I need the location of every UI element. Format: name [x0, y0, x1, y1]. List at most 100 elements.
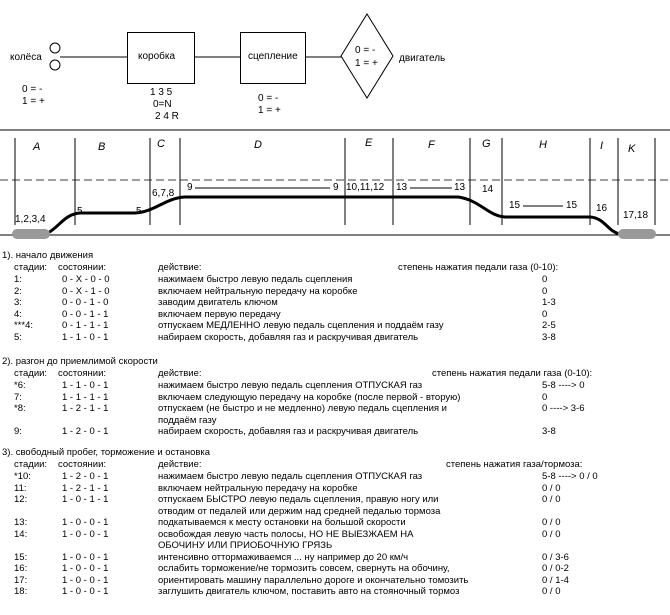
row-action: отпускаем МЕДЛЕННО левую педаль сцеплени…: [158, 320, 444, 331]
row-degree: 0: [542, 274, 548, 285]
gearbox-code-0: 1 3 5: [150, 87, 173, 98]
stage-label-9a: 9: [187, 182, 193, 193]
row-degree: 0: [542, 391, 548, 403]
component-diagram-lines: [49, 13, 394, 99]
row-stage: 16:: [14, 563, 28, 574]
section-letter-d: D: [254, 139, 262, 151]
stage-label-5a: 5: [77, 206, 83, 217]
stage-label-13a: 13: [396, 182, 408, 193]
column-header-degree: степень нажатия газа/тормоза:: [446, 458, 583, 470]
stage-label-1-4: 1,2,3,4: [15, 214, 46, 225]
row-stage: *8:: [14, 403, 26, 414]
row-action: освобождая левую часть полосы, НО НЕ ВЫЕ…: [158, 528, 414, 540]
row-degree: 2-5: [542, 320, 556, 331]
section-letter-g: G: [482, 138, 491, 150]
row-stage: 5:: [14, 331, 22, 343]
stage-label-6-8: 6,7,8: [152, 188, 175, 199]
row-action: набираем скорость, добавляя газ и раскру…: [158, 426, 419, 437]
row-action: заводим двигатель ключом: [158, 297, 278, 308]
row-degree: 0 / 0-2: [542, 563, 569, 574]
row-degree: 0: [542, 308, 548, 320]
row-stage: 14:: [14, 528, 28, 540]
wheels-label: колёса: [10, 52, 42, 63]
row-degree: 3-8: [542, 426, 556, 437]
column-header-degree: степень нажатия педали газа (0-10):: [432, 367, 593, 379]
row-stage: 17:: [14, 574, 28, 586]
engine-state-0: 0 = -: [355, 45, 376, 56]
stage-label-15b: 15: [566, 200, 578, 211]
row-action: включаем нейтральную передачу на коробке: [158, 482, 358, 494]
row-action: набираем скорость, добавляя газ и раскру…: [158, 331, 419, 343]
row-degree: 0 / 0: [542, 494, 561, 505]
gearbox-box: коробка: [127, 32, 195, 84]
driving-profile-graphic: [0, 129, 670, 239]
row-action: заглушить двигатель ключом, поставить ав…: [158, 586, 460, 597]
row-degree: 0 / 0: [542, 517, 561, 528]
section-letter-c: C: [157, 138, 165, 150]
column-header-degree: степень нажатия педали газа (0-10):: [398, 261, 559, 273]
row-state: 1 - 0 - 0 - 1: [62, 551, 109, 563]
row-action: включаем первую передачу: [158, 308, 281, 320]
column-header-states: состоянии:: [58, 367, 107, 379]
row-state: 1 - 1 - 0 - 1: [62, 331, 109, 343]
section-letter-e: E: [365, 137, 373, 149]
wheels-state-0: 0 = -: [22, 84, 43, 95]
row-stage: 18:: [14, 586, 28, 597]
row-state: 0 - X - 0 - 0: [62, 274, 110, 285]
row-degree: 0 / 1-4: [542, 574, 569, 586]
row-degree: 0 / 0: [542, 586, 561, 597]
clutch-box: сцепление: [240, 32, 306, 84]
column-header-stages: стадии:: [14, 261, 48, 273]
row-action: отпускаем (не быстро и не медленно) леву…: [158, 403, 447, 414]
row-state: 1 - 2 - 1 - 1: [62, 482, 109, 494]
section-letter-h: H: [539, 139, 547, 151]
row-state: 1 - 2 - 0 - 1: [62, 426, 109, 437]
section-letter-f: F: [428, 139, 435, 151]
stage-label-5b: 5: [136, 206, 142, 217]
gearbox-code-2: 2 4 R: [155, 111, 179, 122]
section-title: 3). свободный пробег, торможение и остан…: [2, 447, 211, 458]
section-letter-a: A: [33, 141, 41, 153]
row-degree: 1-3: [542, 297, 556, 308]
column-header-states: состоянии:: [58, 458, 107, 470]
column-header-stages: стадии:: [14, 458, 48, 470]
clutch-state-0: 0 = -: [258, 93, 279, 104]
section-title: 2). разгон до приемлимой скорости: [2, 356, 158, 367]
row-degree: 0 ----> 3-6: [542, 403, 585, 414]
row-stage: ***4:: [14, 320, 34, 331]
section-letter-b: B: [98, 141, 106, 153]
row-stage: 2:: [14, 285, 22, 297]
row-state: 1 - 1 - 0 - 1: [62, 380, 109, 391]
row-degree: 0 / 0: [542, 528, 561, 540]
row-stage: *6:: [14, 380, 26, 391]
speed-profile-curve: [47, 195, 621, 236]
row-state: 1 - 0 - 0 - 1: [62, 528, 109, 540]
row-action: поддаём газу: [158, 414, 217, 426]
row-degree: 0 / 0: [542, 482, 561, 494]
engine-state-1: 1 = +: [355, 58, 378, 69]
row-action: ОБОЧИНУ ИЛИ ПРИОБОЧНУЮ ГРЯЗЬ: [158, 540, 333, 551]
column-header-stages: стадии:: [14, 367, 48, 379]
stage-label-9b: 9: [333, 182, 339, 193]
row-state: 1 - 0 - 0 - 1: [62, 586, 109, 597]
row-stage: 12:: [14, 494, 28, 505]
row-action: отводим от педалей или держим над средне…: [158, 505, 441, 517]
engine-diamond: [340, 13, 394, 99]
wheel-circle-bottom: [49, 59, 61, 71]
row-action: интенсивно оттормаживаемся ... ну наприм…: [158, 551, 409, 563]
row-degree: 5-8 ----> 0: [542, 380, 585, 391]
column-header-states: состоянии:: [58, 261, 107, 273]
gearbox-label: коробка: [138, 51, 176, 62]
row-state: 1 - 2 - 1 - 1: [62, 403, 109, 414]
row-state: 1 - 0 - 0 - 1: [62, 563, 109, 574]
row-stage: 4:: [14, 308, 22, 320]
row-degree: 5-8 ----> 0 / 0: [542, 471, 598, 482]
row-stage: 15:: [14, 551, 28, 563]
row-action: ослабить торможение/не тормозить совсем,…: [158, 563, 450, 574]
row-state: 1 - 0 - 0 - 1: [62, 517, 109, 528]
row-stage: *10:: [14, 471, 31, 482]
stage-label-14: 14: [482, 184, 494, 195]
gearbox-code-1: 0=N: [153, 99, 172, 110]
stage-label-16: 16: [596, 203, 608, 214]
section-letter-i: I: [600, 140, 604, 152]
